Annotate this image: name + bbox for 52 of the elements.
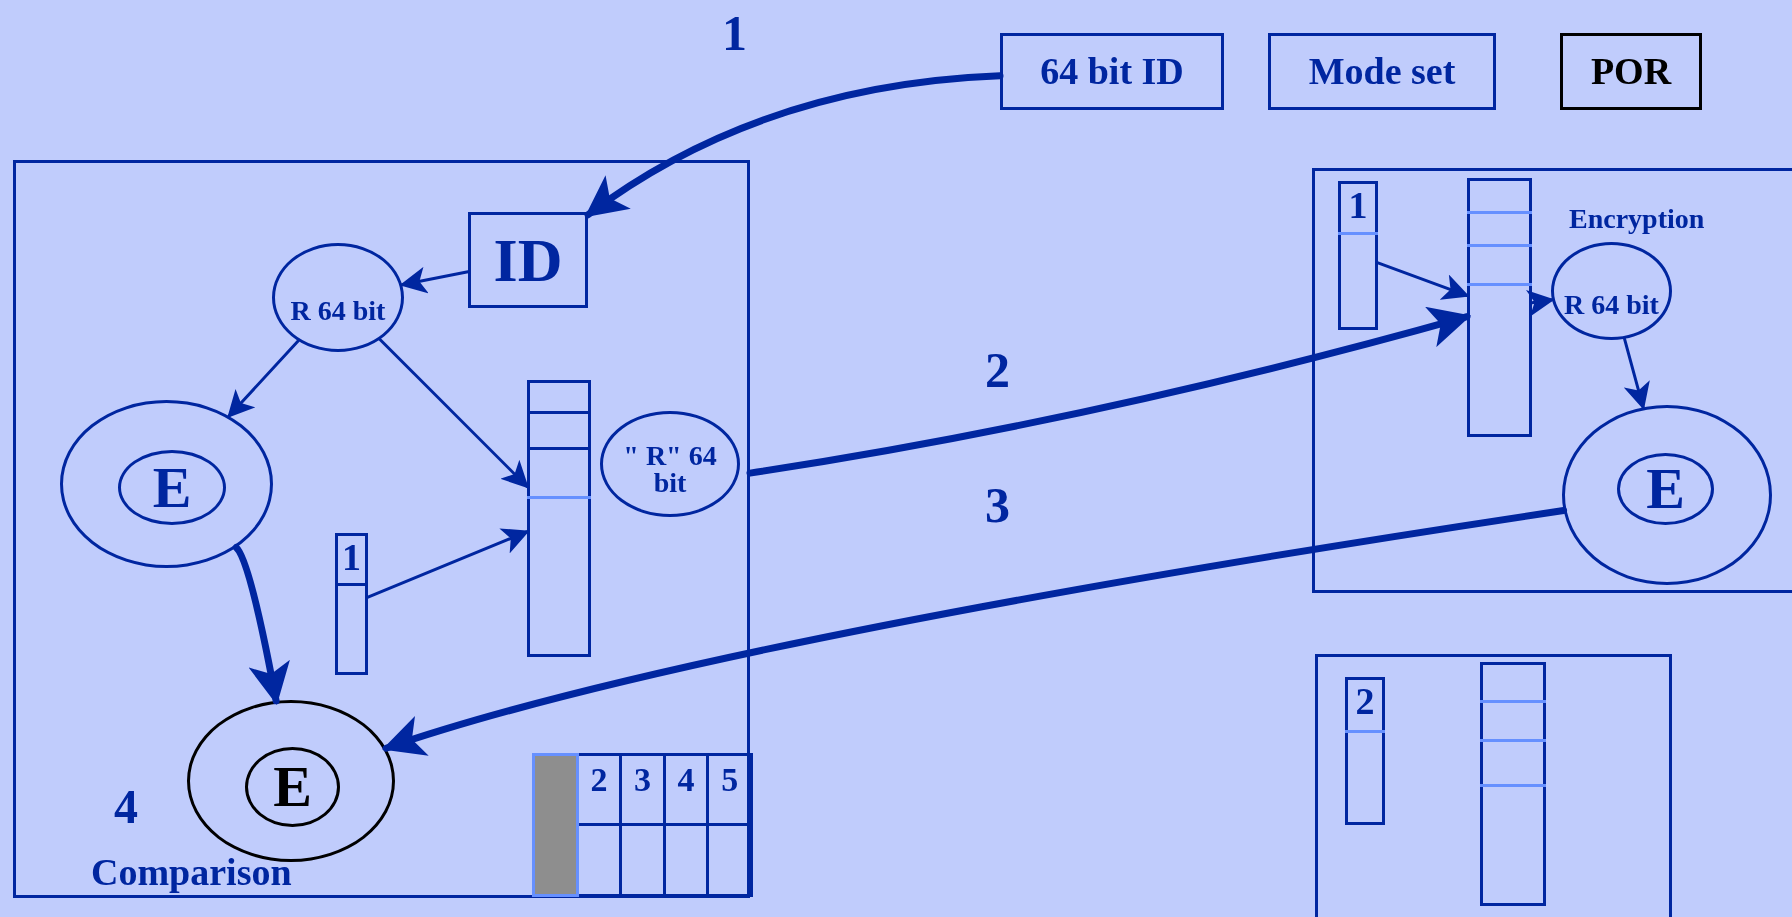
arrow [584,72,1004,219]
register-box [1338,181,1378,330]
register-stack [527,380,591,657]
node-label: E [1646,461,1685,517]
node-label: 1 [341,538,362,576]
signal-box [1000,33,1224,110]
arrow [378,338,529,489]
value-ellipse [1551,242,1672,340]
node-label: " R" 64 bit [622,443,718,497]
outer-ellipse [1562,405,1772,585]
node-label: Mode set [1308,53,1456,90]
table-cell: 5 [706,753,753,826]
arrow [232,544,290,705]
node-label: 2 [1354,682,1376,720]
node-label: 1 [1347,186,1369,224]
arrow [1623,337,1650,410]
register-stack [1467,178,1532,437]
arrow [382,507,1568,757]
step-number: 1 [722,8,747,58]
arrow [227,339,300,418]
value-ellipse [272,243,404,352]
arrow [1525,289,1555,317]
register-box [335,533,368,675]
node-label: Comparison [91,853,292,891]
node-label: R 64 bit [290,298,386,325]
node-label: E [152,459,192,516]
step-number: 2 [985,345,1010,395]
chip-panel [13,160,750,898]
chip-panel [1312,168,1792,593]
signal-box [1268,33,1496,110]
node-label: 64 bit ID [1040,53,1184,90]
inner-ellipse [118,450,226,525]
value-ellipse [600,411,740,517]
signal-box [1560,33,1702,110]
arrow [1376,261,1470,300]
arrow [366,528,530,599]
inner-ellipse [245,747,340,827]
node-label: 4 [114,783,138,831]
node-label: E [273,759,312,815]
outer-ellipse [60,400,273,568]
step-number: 3 [985,480,1010,530]
arrow [746,306,1472,477]
node-label: R 64 bit [1564,291,1659,319]
node-label: Encryption [1569,205,1705,233]
id-box [468,212,588,308]
chip-panel [1315,654,1672,917]
register-stack [1480,662,1546,906]
node-label: ID [493,230,563,290]
arrow [399,266,470,294]
register-box [1345,677,1385,825]
node-label: POR [1590,53,1672,90]
inner-ellipse [1617,453,1714,525]
